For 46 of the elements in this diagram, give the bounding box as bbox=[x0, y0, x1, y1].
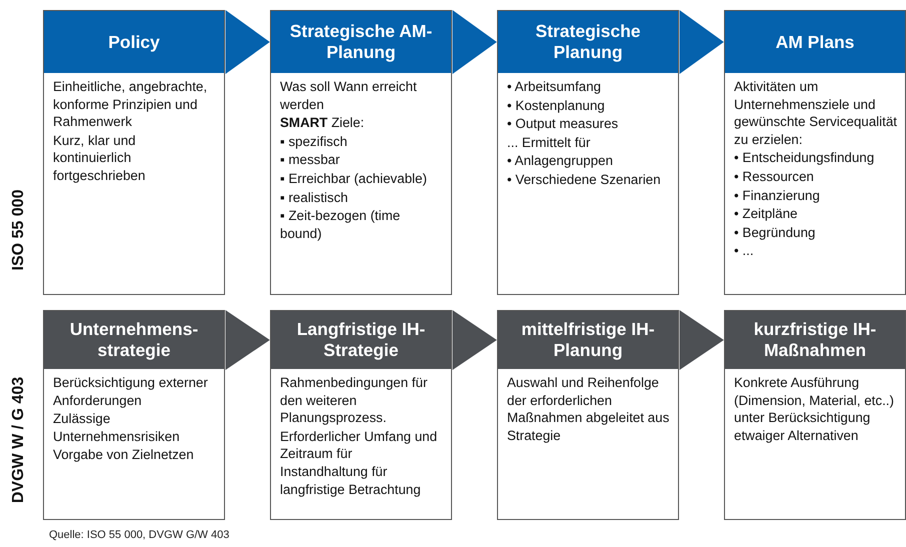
process-card bbox=[724, 10, 906, 295]
card-text: ▪ spezifisch bbox=[280, 132, 348, 150]
row-label: ISO 55 000 bbox=[10, 190, 28, 270]
card-text: Auswahl und Reihenfolge der erforderlichen Maßnahmen abgeleitet aus Strategie bbox=[507, 374, 670, 444]
card-text: Erforderlicher Umfang und Zeitraum für Instandhaltung für langfristige Betrachtung bbox=[280, 428, 438, 498]
chevron-arrow bbox=[226, 10, 270, 74]
card-text: Einheitliche, angebrachte, konforme Prinzipien und Rahmenwerk bbox=[53, 78, 208, 131]
process-card bbox=[270, 310, 452, 520]
card-text: • ... bbox=[734, 242, 755, 260]
card-text: Konkrete Ausführung (Dimension, Material, etc..) unter Berücksichtigung etwaiger Alternativen bbox=[734, 374, 895, 444]
process-card bbox=[724, 310, 906, 520]
process-card bbox=[497, 10, 679, 295]
card-text: Rahmenbedingungen für den weiteren Planungsprozess. bbox=[280, 374, 428, 427]
card-text: • Verschiedene Szenarien bbox=[507, 170, 662, 189]
process-card bbox=[497, 310, 679, 520]
card-text: Vorgabe von Zielnetzen bbox=[53, 446, 195, 464]
card-text: • Finanzierung bbox=[734, 186, 821, 204]
card-text: • Anlagengruppen bbox=[507, 152, 614, 170]
card-text: • Entscheidungsfindung bbox=[734, 149, 876, 167]
card-text: ▪ Erreichbar (achievable) bbox=[280, 170, 428, 188]
chevron-arrow bbox=[680, 310, 724, 370]
chevron-arrow bbox=[452, 10, 497, 74]
row-label: DVGW W / G 403 bbox=[10, 376, 28, 504]
card-text: • Kostenplanung bbox=[507, 96, 606, 114]
card-text: • Ressourcen bbox=[734, 168, 815, 186]
card-text: ▪ messbar bbox=[280, 151, 341, 169]
process-card bbox=[43, 310, 225, 520]
card-text: • Begründung bbox=[734, 224, 816, 242]
card-text: ▪ realistisch bbox=[280, 188, 349, 206]
process-card bbox=[43, 10, 225, 295]
chevron-arrow bbox=[680, 10, 724, 74]
process-card bbox=[270, 10, 452, 295]
card-text: Zulässige Unternehmensrisiken bbox=[53, 410, 181, 446]
card-text: Was soll Wann erreicht werden bbox=[280, 78, 418, 114]
card-text: Berücksichtigung externer Anforderungen bbox=[53, 374, 209, 410]
card-text: Aktivitäten um Unternehmensziele und gewünschte Servicequalität zu erzielen: bbox=[734, 78, 897, 148]
card-text: • Output measures bbox=[507, 115, 620, 133]
chevron-arrow bbox=[452, 310, 497, 370]
card-text: ... Ermittelt für bbox=[507, 134, 592, 152]
chevron-arrow bbox=[226, 310, 270, 370]
card-text: ▪ Zeit-bezogen (time bound) bbox=[280, 207, 402, 242]
card-text: SMART Ziele: bbox=[280, 114, 366, 132]
card-text: • Zeitpläne bbox=[734, 205, 798, 223]
card-text: • Arbeitsumfang bbox=[507, 78, 602, 96]
card-text: Kurz, klar und kontinuierlich fortgeschrieben bbox=[53, 132, 146, 185]
source-caption: Quelle: ISO 55 000, DVGW G/W 403 bbox=[49, 529, 230, 541]
